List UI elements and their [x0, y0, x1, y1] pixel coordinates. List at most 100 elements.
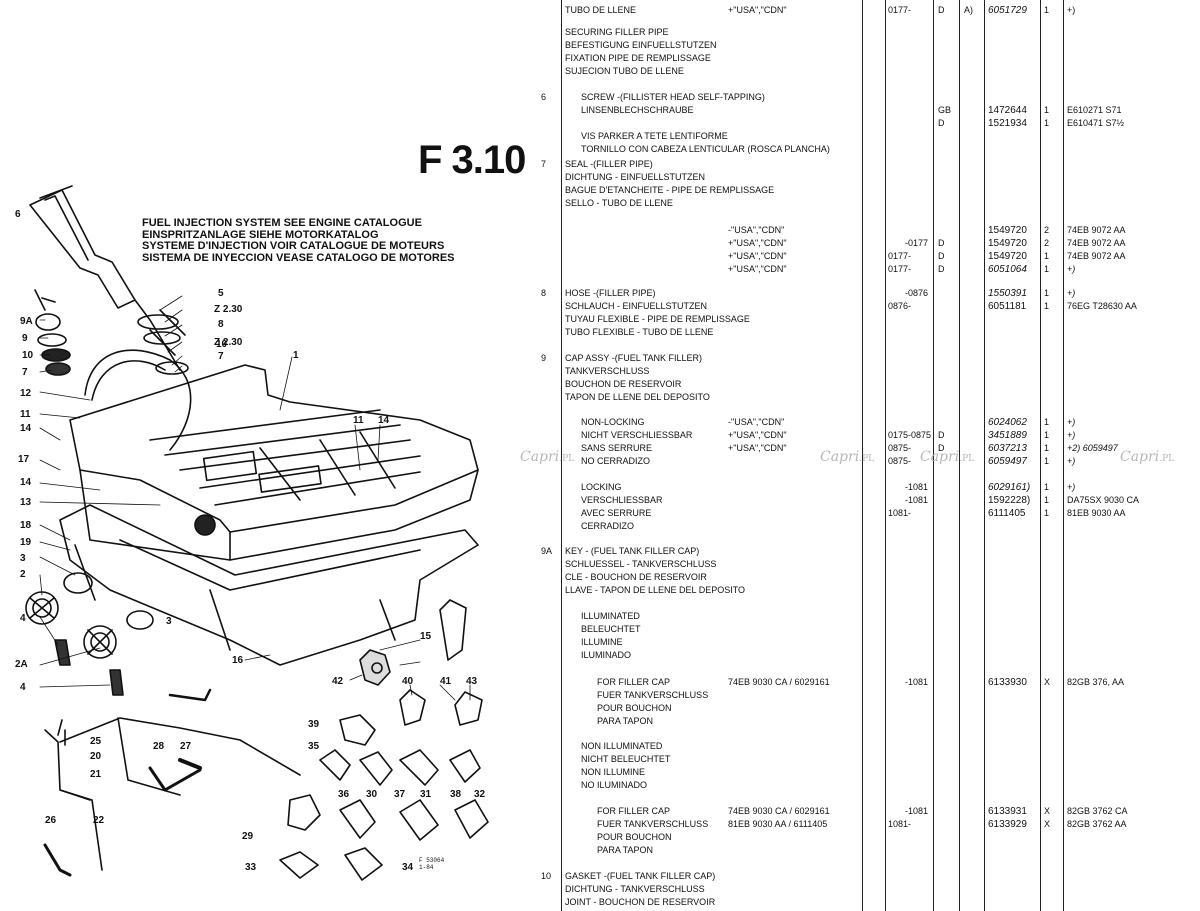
watermark-brand: Capri	[1120, 449, 1160, 465]
callout-number: 20	[90, 751, 102, 762]
callout-number: 22	[93, 815, 105, 826]
part-cell: 6051729	[988, 5, 1027, 16]
remarks-cell: E610271 S71	[1067, 105, 1122, 115]
description-line: BEFESTIGUNG EINFUELLSTUTZEN	[565, 40, 717, 50]
description-line: SCHLUESSEL - TANKVERSCHLUSS	[565, 559, 717, 569]
qty-cell: 2	[1044, 225, 1050, 235]
callout-number: 1	[293, 350, 299, 361]
part-number-cell: 6133929	[988, 819, 1027, 830]
description-line: NON ILLUMINE	[581, 767, 646, 777]
model-cell: +"USA","CDN"	[728, 5, 787, 15]
remarks-cell: E610471 S7½	[1067, 118, 1125, 128]
part-number-cell: 6037213	[988, 443, 1027, 454]
callout-number: 42	[332, 676, 344, 687]
qty-cell: 1	[1044, 495, 1050, 505]
description-line: SECURING FILLER PIPE	[565, 27, 669, 37]
remarks-cell: +)	[1067, 430, 1076, 440]
remarks-cell: +)	[1067, 288, 1076, 298]
description-line: FOR FILLER CAP	[597, 806, 671, 816]
remarks-cell: +2) 6059497	[1067, 443, 1118, 453]
callout-number: 5	[218, 288, 224, 299]
lc-cell: D	[938, 118, 945, 128]
ref-number: 10	[541, 871, 552, 881]
callout-number: 30	[366, 789, 378, 800]
qty-cell: 1	[1044, 118, 1050, 128]
callout-number: 29	[242, 831, 254, 842]
description-line: BOUCHON DE RESERVOIR	[565, 379, 682, 389]
column-rule	[1040, 0, 1041, 911]
model-cell: -"USA","CDN"	[728, 417, 785, 427]
part-number-cell: 6051064	[988, 264, 1027, 275]
callout-number: 16	[232, 655, 244, 666]
remarks-cell: 82GB 3762 CA	[1067, 806, 1128, 816]
description-line: TAPON DE LLENE DEL DEPOSITO	[565, 392, 710, 402]
description-line: ILUMINADO	[581, 650, 632, 660]
description-line: NICHT VERSCHLIESSBAR	[581, 430, 693, 440]
description-line: CLE - BOUCHON DE RESERVOIR	[565, 572, 707, 582]
remarks-cell: 74EB 9072 AA	[1067, 238, 1126, 248]
qty-cell: 1	[1044, 417, 1050, 427]
description-line: SUJECION TUBO DE LLENE	[565, 66, 684, 76]
callout-number: 14	[20, 423, 32, 434]
exploded-parts-diagram: F 3.10 FUEL INJECTION SYSTEM SEE ENGINE …	[0, 0, 540, 911]
plate-title: F 3.10	[418, 138, 526, 182]
description-line: TORNILLO CON CABEZA LENTICULAR (ROSCA PL…	[581, 144, 830, 154]
qty-cell: 1	[1044, 508, 1050, 518]
description-line: DICHTUNG - TANKVERSCHLUSS	[565, 884, 705, 894]
description-line: SCREW -(FILLISTER HEAD SELF-TAPPING)	[581, 92, 765, 102]
callout-number: 34	[402, 862, 414, 873]
callout-number: 11	[20, 409, 31, 420]
description-line: NO ILUMINADO	[581, 780, 648, 790]
description-line: KEY - (FUEL TANK FILLER CAP)	[565, 546, 700, 556]
column-rule	[885, 0, 886, 911]
lc-cell: GB	[938, 105, 952, 115]
callout-number: 12	[20, 388, 32, 399]
date-cell: 0875-	[888, 456, 912, 466]
callout-number: 14	[378, 415, 390, 426]
qty-cell: 2	[1044, 238, 1050, 248]
date-cell: -0177	[905, 238, 929, 248]
date-cell: 0876-	[888, 301, 912, 311]
qty-cell: 1	[1044, 456, 1050, 466]
description-line: FUER TANKVERSCHLUSS	[597, 690, 709, 700]
qty-cell: X	[1044, 677, 1051, 687]
lc-cell: D	[938, 430, 945, 440]
qty-cell: 1	[1044, 105, 1050, 115]
callout-number: 43	[466, 676, 478, 687]
ref-number: 7	[541, 159, 547, 169]
remarks-cell: 76EG T28630 AA	[1067, 301, 1137, 311]
description-line: PARA TAPON	[597, 716, 654, 726]
description-line: FOR FILLER CAP	[597, 677, 671, 687]
column-rule	[1063, 0, 1064, 911]
watermark-brand: Capri	[820, 449, 860, 465]
callout-number: 4	[20, 682, 26, 693]
watermark-suffix: .PL	[859, 454, 875, 464]
description-line: VERSCHLIESSBAR	[581, 495, 663, 505]
watermark-suffix: .PL	[959, 454, 975, 464]
model-cell: -"USA","CDN"	[728, 225, 785, 235]
watermark-logo: Capri.PL	[1120, 449, 1174, 465]
callout-number: 27	[180, 741, 192, 752]
callout-number: 38	[450, 789, 462, 800]
date-cell: 1081-	[888, 508, 912, 518]
description-line: LINSENBLECHSCHRAUBE	[581, 105, 694, 115]
part-number-cell: 1550391	[988, 288, 1027, 299]
callout-number: 7	[22, 367, 28, 378]
description-line: BELEUCHTET	[581, 624, 641, 634]
fuel-tank-illustration	[25, 185, 489, 881]
qty-cell: 1	[1044, 288, 1050, 298]
lc-cell: D	[938, 238, 945, 248]
remarks-cell: 82GB 3762 AA	[1067, 819, 1127, 829]
callout-number: 25	[90, 736, 102, 747]
callout-number: 17	[18, 454, 30, 465]
part-number-cell: 6133930	[988, 677, 1027, 688]
date-cell: -1081	[905, 495, 929, 505]
remarks-cell: 81EB 9030 AA	[1067, 508, 1126, 518]
ref-number: 8	[541, 288, 547, 298]
note-line: SYSTEME D'INJECTION VOIR CATALOGUE DE MO…	[142, 240, 445, 252]
callout-number: 9A	[20, 316, 33, 327]
part-number-cell: 6051181	[988, 301, 1027, 312]
callout-number: 2A	[15, 659, 28, 670]
date-cell: 0177-	[888, 5, 912, 15]
